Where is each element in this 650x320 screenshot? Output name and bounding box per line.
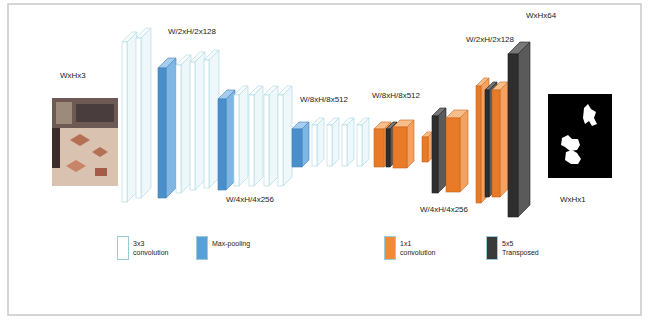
layer-slab	[249, 86, 263, 186]
dimension-label: WxHx64	[526, 12, 556, 21]
layer-slab	[327, 118, 339, 166]
legend-swatch	[486, 236, 498, 260]
layer-slab	[342, 118, 354, 166]
dimension-label: WxHx1	[560, 196, 586, 205]
layer-slab	[374, 122, 391, 167]
dimension-label: W/8xH/8x512	[300, 96, 348, 105]
legend-swatch	[196, 236, 208, 260]
legend-text: 1x1 convolution	[400, 240, 444, 258]
layer-slabs	[122, 28, 530, 217]
layer-slab	[357, 118, 369, 166]
layer-slab	[292, 122, 309, 167]
legend-swatch	[384, 236, 396, 260]
layer-slab	[158, 58, 176, 198]
dimension-label: W/2xH/2x128	[466, 36, 514, 45]
layer-slab	[204, 50, 219, 188]
legend-text: Max-pooling	[212, 240, 256, 249]
input-photo	[52, 98, 118, 186]
layer-slab	[312, 118, 324, 166]
legend-text: 5x5 Transposed	[502, 240, 546, 258]
legend-entry: 1x1 convolution	[384, 236, 444, 260]
layer-slab	[278, 86, 292, 186]
layer-slab	[218, 90, 235, 190]
legend-swatch	[117, 236, 129, 260]
layer-slab	[446, 110, 468, 192]
dimension-label: W/4xH/4x256	[420, 206, 468, 215]
layer-slab	[234, 86, 248, 186]
layer-slab	[136, 28, 151, 198]
legend-text: 3x3 convolution	[133, 240, 177, 258]
layer-slab	[393, 120, 414, 168]
dimension-label: W/2xH/2x128	[168, 28, 216, 37]
frame	[8, 4, 641, 315]
layer-slab	[190, 52, 205, 190]
layer-slab	[264, 86, 278, 186]
layer-slab	[122, 32, 137, 202]
layer-slab	[508, 42, 530, 217]
layer-slab	[492, 82, 508, 197]
dimension-label: W/4xH/4x256	[226, 196, 274, 205]
legend-entry: 3x3 convolution	[117, 236, 177, 260]
layer-slab	[176, 55, 191, 193]
dimension-label: W/8xH/8x512	[372, 92, 420, 101]
output-mask	[548, 94, 612, 178]
dimension-label: WxHx3	[60, 72, 86, 81]
legend-entry: 5x5 Transposed	[486, 236, 546, 260]
legend-entry: Max-pooling	[196, 236, 256, 260]
layer-slab	[432, 108, 446, 193]
layer-slab	[422, 132, 433, 162]
layer-slab	[476, 78, 489, 203]
